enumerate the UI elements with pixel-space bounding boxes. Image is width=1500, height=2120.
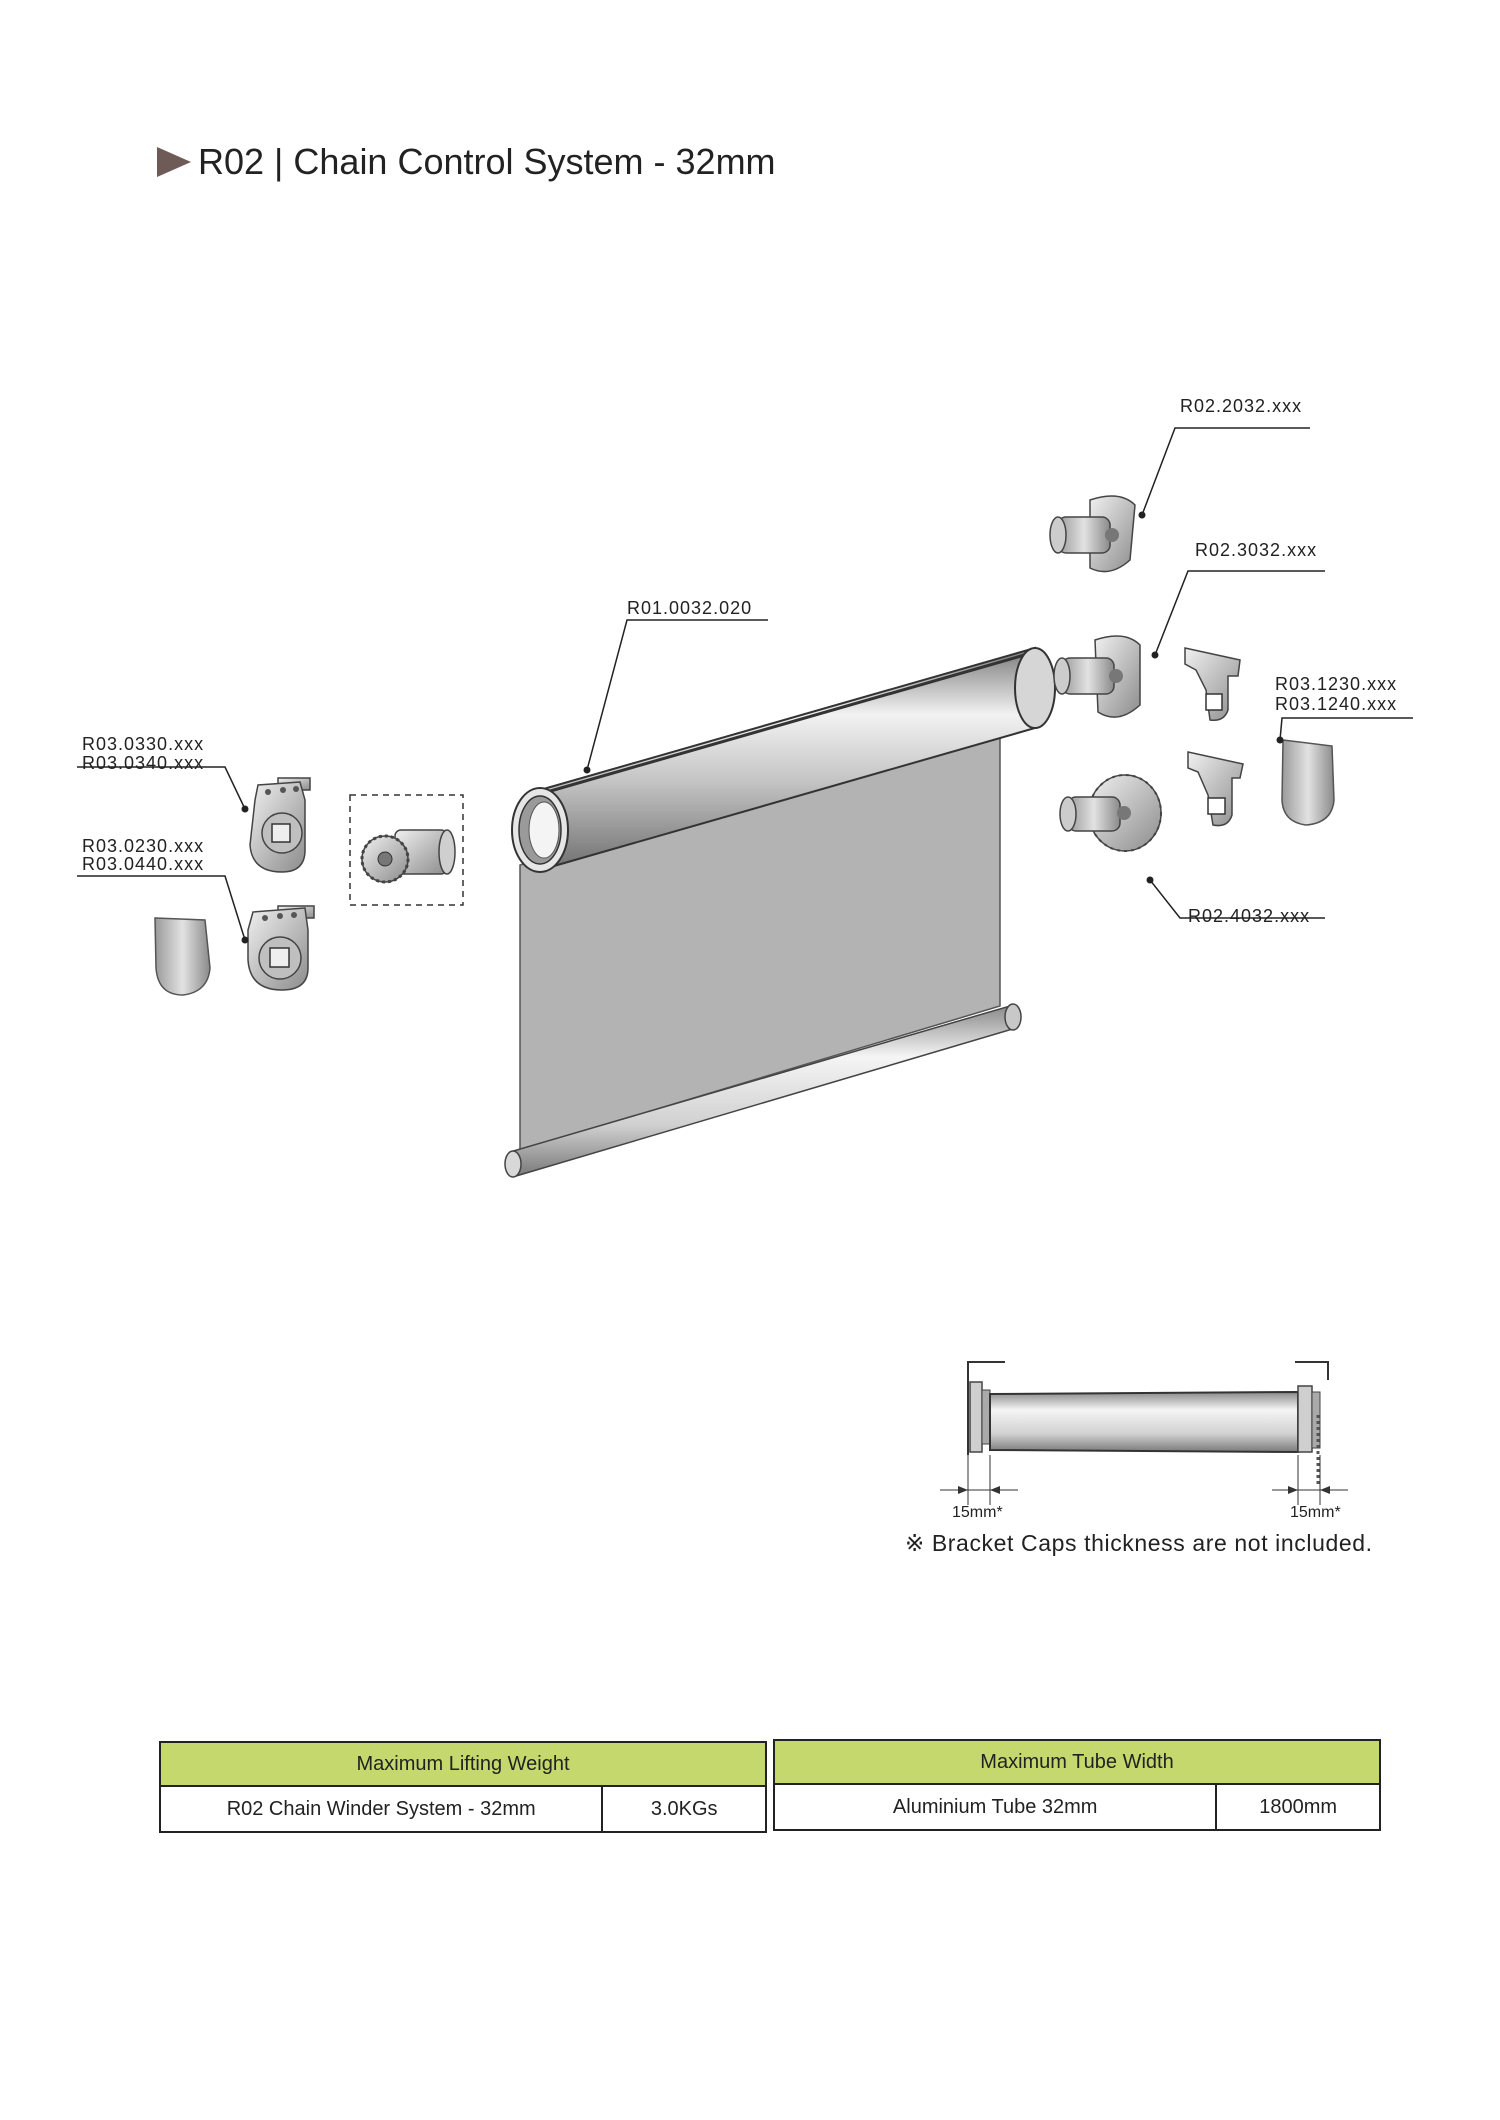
title-arrow-icon xyxy=(157,147,191,177)
lifting-weight-header: Maximum Lifting Weight xyxy=(159,1741,767,1787)
label-r03-0340: R03.0340.xxx xyxy=(82,753,204,773)
leader-lines xyxy=(77,427,1413,941)
tube-width-item: Aluminium Tube 32mm xyxy=(772,1783,1218,1831)
label-r02-4032: R02.4032.xxx xyxy=(1188,906,1310,926)
label-r02-3032: R02.3032.xxx xyxy=(1195,540,1317,560)
dimension-drawing xyxy=(940,1361,1348,1505)
label-r03-0330: R03.0330.xxx xyxy=(82,734,204,754)
tube-width-value: 1800mm xyxy=(1215,1783,1381,1831)
dimension-left-label: 15mm* xyxy=(952,1504,1003,1521)
bracket-caps-note: ※ Bracket Caps thickness are not include… xyxy=(905,1530,1373,1556)
lifting-weight-value: 3.0KGs xyxy=(601,1785,767,1833)
dimension-right-label: 15mm* xyxy=(1290,1504,1341,1521)
bottom-bar xyxy=(504,1003,1022,1178)
idle-end-middle xyxy=(1053,635,1141,718)
tube-width-header: Maximum Tube Width xyxy=(773,1739,1381,1785)
page-title-text: R02 | Chain Control System - 32mm xyxy=(198,141,776,182)
label-r03-1230: R03.1230.xxx xyxy=(1275,674,1397,694)
lifting-weight-table: Maximum Lifting Weight R02 Chain Winder … xyxy=(158,1741,767,1833)
aluminium-tube xyxy=(511,646,1056,873)
label-r03-0440: R03.0440.xxx xyxy=(82,854,204,874)
leader-dots xyxy=(241,511,1284,944)
label-r02-2032: R02.2032.xxx xyxy=(1180,396,1302,416)
left-bracket-lower xyxy=(247,905,315,991)
tube-width-table: Maximum Tube Width Aluminium Tube 32mm 1… xyxy=(772,1739,1381,1831)
label-r01-0032: R01.0032.020 xyxy=(627,598,752,618)
label-r03-0230: R03.0230.xxx xyxy=(82,836,204,856)
idle-end-lower xyxy=(1059,774,1162,852)
left-bracket-upper xyxy=(249,777,311,873)
label-r03-1240: R03.1240.xxx xyxy=(1275,694,1397,714)
idle-end-upper xyxy=(1049,495,1136,573)
left-bracket-cap xyxy=(154,917,211,996)
right-bracket-lower xyxy=(1187,751,1244,827)
right-bracket-upper xyxy=(1184,647,1241,722)
lifting-weight-item: R02 Chain Winder System - 32mm xyxy=(158,1785,604,1833)
page-title: R02 | Chain Control System - 32mm xyxy=(157,138,776,186)
right-bracket-cap xyxy=(1281,739,1335,826)
chain-winder-insert xyxy=(349,794,464,906)
